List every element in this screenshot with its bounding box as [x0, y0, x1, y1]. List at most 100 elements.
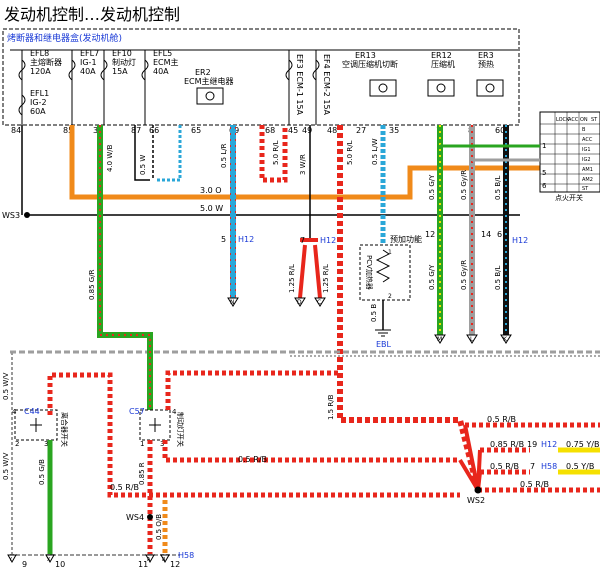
pin-5-h12: 5	[221, 235, 226, 244]
relay-er3-id: ER3	[478, 51, 494, 60]
pin-35: 35	[389, 126, 399, 135]
connector-h12-b: H12	[320, 236, 336, 245]
terminal-c	[314, 297, 326, 307]
splice-ws2-label: WS2	[467, 496, 485, 505]
terminal-d-label: D	[297, 299, 302, 306]
pin-14: 14	[481, 230, 491, 239]
pin-45: 45	[288, 126, 298, 135]
splice-ws4	[147, 514, 153, 520]
relay-er13-icon	[369, 79, 397, 97]
ign-col-st: ST	[591, 117, 598, 123]
terminal-b-label: B	[162, 557, 166, 563]
wire-label-05bl-bot: 0.5 B/L	[494, 265, 502, 290]
pcv-pin-1: 1	[388, 249, 392, 256]
fuse-labels: EFL8 主熔断器 120A EFL1 IG-2 60A EFL7 IG-1 4…	[30, 49, 179, 116]
fuse-symbols	[10, 49, 518, 125]
connector-ebl: EBL	[376, 340, 392, 349]
pin-49: 49	[302, 126, 312, 135]
connector-h58-b: H58	[541, 462, 557, 471]
bottom-pin-11: 11	[138, 560, 148, 569]
wire-rb-from-brake	[162, 440, 460, 463]
terminal-b	[160, 554, 170, 564]
terminal-m	[434, 334, 446, 344]
ign-row-ig2: IG2	[582, 157, 591, 163]
ignition-switch: LOCK ACC ON ST B ACC IG1 IG2 AM1 AM2 ST …	[539, 111, 600, 202]
wire-label-40wb: 4.0 W/B	[106, 144, 114, 172]
relay-er13-id: ER13	[355, 51, 376, 60]
fuse-efl5-id: EFL5	[153, 49, 172, 58]
wire-label-05wv-b: 0.5 W/V	[2, 452, 10, 480]
splice-ws3-label: WS3	[2, 211, 20, 220]
wire-label-05gb: 0.5 G/B	[38, 459, 46, 485]
brake-switch-label: 制动灯开关	[176, 412, 185, 447]
connector-h12-d: H12	[541, 440, 557, 449]
wire-label-50rl-2: 5.0 R/L	[346, 140, 354, 165]
terminal-a	[145, 554, 155, 564]
terminal-l	[466, 334, 478, 344]
pin-12: 12	[425, 230, 435, 239]
terminal-n	[227, 297, 239, 307]
wire-rl-split	[298, 238, 322, 299]
fuse-efl7-rating: 40A	[80, 67, 96, 76]
ign-row-st: ST	[582, 186, 589, 192]
pin-6: 6	[497, 230, 502, 239]
pin-65: 65	[191, 126, 201, 135]
ign-pin-1: 1	[542, 142, 546, 150]
wire-label-05rb-b: 0.5 R/B	[238, 455, 267, 464]
terminal-n-label: N	[230, 299, 235, 306]
c57-pin-4: 4	[172, 408, 177, 416]
pin-48: 48	[327, 126, 337, 135]
pcv-function-label: 预加功能	[390, 234, 422, 244]
ign-col-lock: LOCK	[556, 117, 570, 123]
ign-row-acc: ACC	[582, 137, 593, 143]
fuse-efl7-name: IG-1	[80, 58, 97, 67]
relay-er12-id: ER12	[431, 51, 452, 60]
relay-er13-name: 空调压缩机切断	[342, 59, 398, 69]
c44-pin-3: 3	[44, 440, 48, 448]
connector-h58-a: H58	[178, 551, 194, 560]
fuse-efl1-id: EFL1	[30, 89, 49, 98]
pcv-heater-label: PCV加热器	[365, 255, 374, 290]
bottom-pin-12: 12	[170, 560, 180, 569]
wire-label-5w: 5.0 W	[200, 204, 223, 213]
wire-label-05wv-a: 0.5 W/V	[2, 372, 10, 400]
fuse-efl5-rating: 40A	[153, 67, 169, 76]
relay-er3-name: 预热	[478, 59, 494, 69]
wire-label-05gyr-bot: 0.5 Gy/R	[460, 260, 468, 290]
wire-label-50rl: 5.0 R/L	[272, 140, 280, 165]
pin-68: 68	[265, 126, 275, 135]
pin-7-h12: 7	[300, 236, 305, 245]
wire-ws2-fan	[458, 424, 482, 492]
relay-er2-name: ECM主继电器	[184, 76, 234, 86]
pcv-heater-box	[359, 244, 411, 301]
wire-label-075yb: 0.75 Y/B	[566, 440, 599, 449]
connector-c44: C44	[24, 407, 40, 416]
c44-pin-2: 2	[15, 440, 19, 448]
wire-orange-3o	[69, 125, 540, 200]
c57-pin-1: 1	[140, 440, 144, 448]
terminal-y-label: Y	[8, 557, 13, 563]
fuse-box-pins: 84 85 34 87 66 65 69 68 45 49 48 27 35 1…	[11, 126, 505, 135]
fuse-efl1-rating: 60A	[30, 107, 46, 116]
wire-label-05lr: 0.5 L/R	[220, 143, 228, 168]
terminal-l-label: L	[470, 336, 474, 343]
terminal-x	[45, 554, 55, 564]
c44-pin-4: 4	[12, 408, 17, 416]
wire-label-05ob: 0.5 O/B	[155, 514, 163, 540]
terminal-k-label: K	[503, 336, 508, 343]
terminal-k	[500, 334, 512, 344]
wire-label-05rb-d: 0.5 R/B	[490, 462, 519, 471]
wire-65	[155, 125, 182, 182]
wire-brake-red-top	[165, 370, 340, 410]
ign-row-am2: AM2	[582, 177, 593, 183]
ign-col-acc: ACC	[568, 117, 579, 123]
clutch-switch-label: 离合器开关	[60, 412, 69, 447]
ign-row-b: B	[582, 127, 586, 133]
ign-pin-5: 5	[542, 169, 546, 177]
pin-19: 19	[527, 440, 537, 449]
fuse-ef3-label: EF3 ECM-1 15A	[295, 54, 304, 116]
page-title: 发动机控制…发动机控制	[4, 5, 180, 24]
pcv-pin-2: 2	[388, 293, 392, 300]
ign-pin-6: 6	[542, 182, 547, 190]
